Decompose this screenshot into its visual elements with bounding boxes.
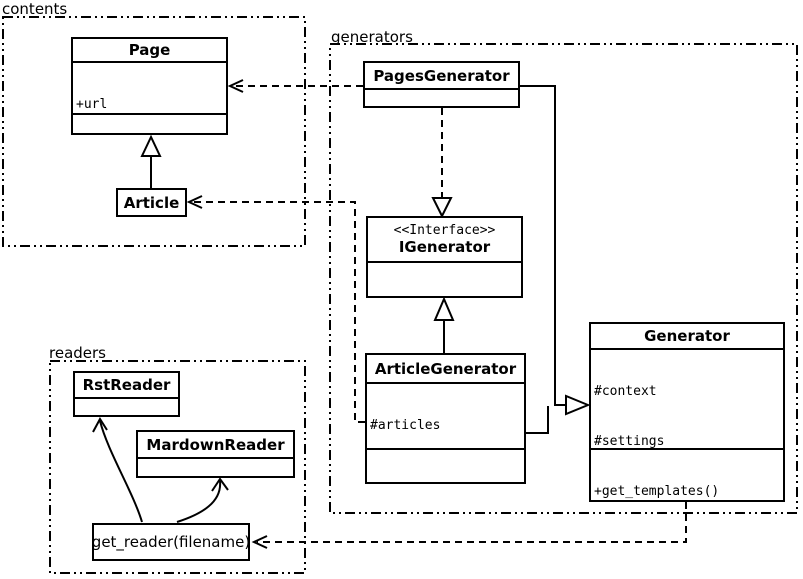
class-title: IGenerator [398,238,491,256]
class-title: PagesGenerator [373,66,510,85]
class-box-page: Page +url +slug +summary +check_properti… [71,37,228,135]
methods-compartment: +generate_feeds() +generate_pages() [367,448,524,482]
package-frame-readers [49,360,306,574]
method: +get_templates() [594,484,720,499]
generalization-pagesgenerator-generator [520,85,566,406]
open-arrowhead-icon [92,417,108,433]
methods-compartment: +read() [138,457,293,476]
class-box-generator: Generator #context #settings #path #them… [589,322,785,502]
attribute: +url [76,97,108,112]
methods-compartment: +generate_context() +generate_output() [368,261,521,296]
open-arrowhead-icon [211,477,229,492]
inheritance-triangle-icon [433,296,455,321]
open-arrowhead-icon [251,535,268,549]
class-box-articlegenerator: ArticleGenerator #articles #dates #tags … [365,353,526,484]
inheritance-triangle-icon [140,134,162,157]
package-label-generators: generators [331,28,413,46]
class-title: ArticleGenerator [374,359,517,378]
attribute: #articles [370,418,441,433]
edge-getreader-mardownreader [176,480,222,523]
class-box-article: Article [116,188,187,217]
attributes-compartment: #pages [365,88,518,106]
class-title: Page [128,41,171,59]
attributes-compartment: #articles #dates #tags #categories [367,382,524,448]
attributes-compartment: +url +slug +summary [73,61,226,113]
package-frame-contents [2,16,306,247]
class-box-mardownreader: MardownReader +read() [136,430,295,478]
class-box-pagesgenerator: PagesGenerator #pages [363,61,520,108]
class-box-rstreader: RstReader +read() [73,371,180,417]
dependency-generator-getreader [257,502,687,543]
class-title-block: <<Interface>> IGenerator [368,218,521,261]
attribute: #settings [594,433,665,449]
class-title: RstReader [82,376,171,394]
generalization-articlegenerator-generator [526,406,549,434]
stereotype-label: <<Interface>> [393,223,496,238]
node-get-reader: get_reader(filename) [92,523,250,561]
inheritance-triangle-icon [565,394,591,416]
open-arrowhead-icon [186,195,203,209]
class-title: Generator [644,327,730,345]
methods-compartment: +get_templates() +get_files(path,exclude… [591,448,783,500]
class-box-igenerator: <<Interface>> IGenerator +generate_conte… [366,216,523,298]
class-title: MardownReader [146,435,285,454]
methods-compartment: +read() [75,397,178,415]
package-label-contents: contents [2,0,68,18]
attributes-compartment: #context #settings #path #theme #output_… [591,348,783,448]
class-title: Article [123,193,180,212]
package-label-readers: readers [49,344,106,362]
edge-getreader-rstreader [99,420,143,523]
node-label: get_reader(filename) [91,533,251,551]
dependency-articlegenerator-article [192,201,365,423]
methods-compartment: +check_properties() [73,113,226,133]
inheritance-triangle-icon [431,197,453,219]
open-arrowhead-icon [227,79,244,93]
attribute: #context [594,384,657,399]
